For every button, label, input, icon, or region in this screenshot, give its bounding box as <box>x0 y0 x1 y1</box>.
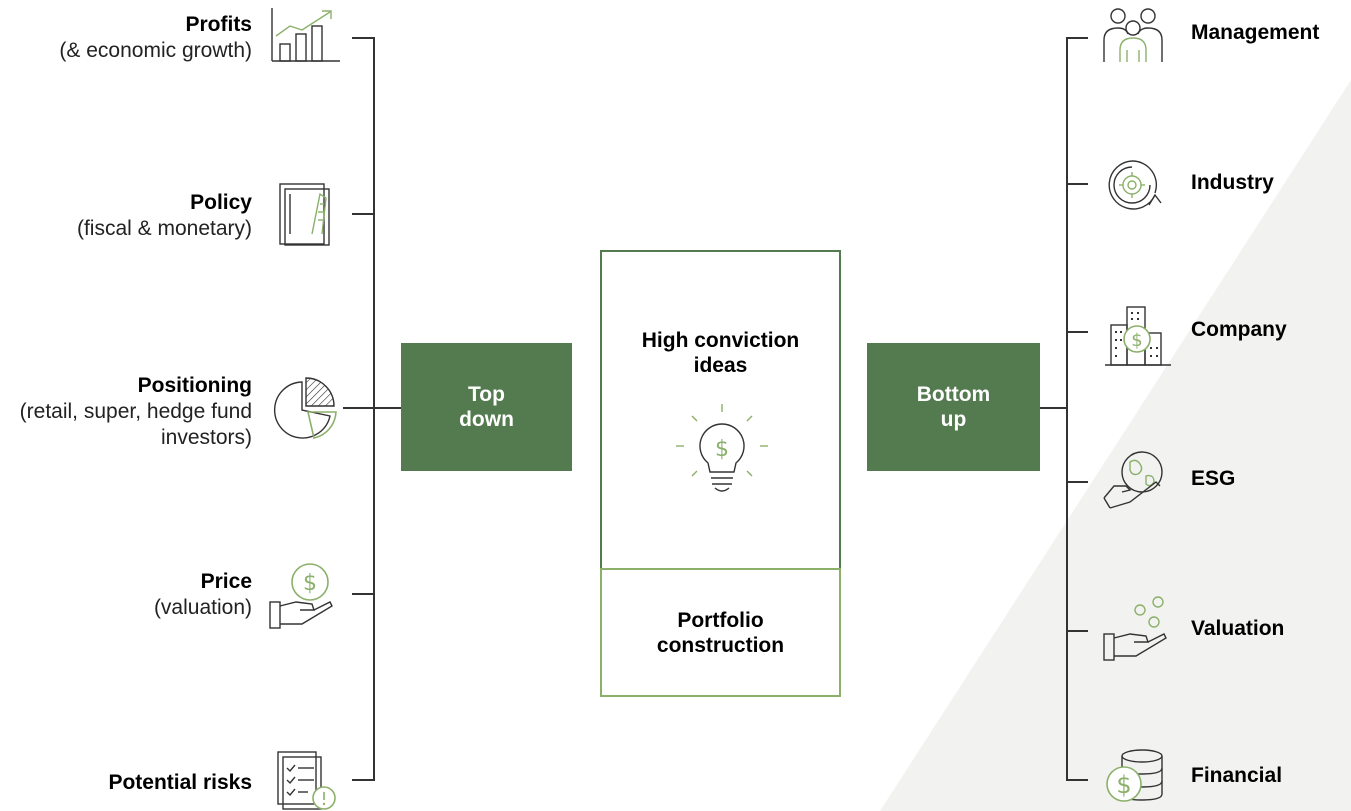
connector-industry <box>1066 183 1088 185</box>
left-item-title: Potential risks <box>108 771 252 794</box>
buildings-dollar-icon: $ <box>1105 306 1171 366</box>
left-item-subtitle: (retail, super, hedge fund investors) <box>19 400 252 449</box>
left-item-profits: Profits (& economic growth) <box>59 12 252 64</box>
left-item-positioning: Positioning (retail, super, hedge fund i… <box>12 373 252 451</box>
gear-cycle-icon <box>1108 160 1162 210</box>
left-item-price: Price (valuation) <box>154 569 252 621</box>
right-item-financial: Financial <box>1191 764 1283 787</box>
document-icon <box>279 183 330 246</box>
left-item-title: Profits <box>185 13 252 36</box>
bottom-up-box: Bottom up <box>867 343 1040 471</box>
svg-text:$: $ <box>1116 771 1131 799</box>
left-item-subtitle: (valuation) <box>153 596 252 619</box>
left-item-title: Policy <box>190 191 252 214</box>
hand-dollar-coin-icon: $ <box>269 563 333 629</box>
left-item-subtitle: (fiscal & monetary) <box>76 217 252 240</box>
connector-risks <box>352 779 374 781</box>
top-down-label: Top down <box>459 383 514 431</box>
portfolio-construction-label: Portfolio construction <box>656 609 785 657</box>
pie-chart-icon <box>273 377 337 439</box>
high-conviction-box: High conviction ideas $ <box>600 250 841 570</box>
right-item-company: Company <box>1191 318 1287 341</box>
hand-globe-icon <box>1103 451 1163 509</box>
right-bracket-vertical <box>1066 37 1068 781</box>
connector-top-down <box>343 407 401 409</box>
people-group-icon <box>1103 8 1163 62</box>
left-item-title: Positioning <box>137 374 252 397</box>
right-item-valuation: Valuation <box>1191 617 1285 640</box>
coin-stack-dollar-icon: $ <box>1106 749 1163 802</box>
right-item-esg: ESG <box>1191 467 1236 490</box>
svg-text:$: $ <box>715 437 729 462</box>
connector-company <box>1066 331 1088 333</box>
left-item-subtitle: (& economic growth) <box>59 39 252 62</box>
left-item-title: Price <box>200 570 252 593</box>
connector-bottom-up <box>1040 407 1068 409</box>
lightbulb-dollar-icon: $ <box>676 404 768 492</box>
high-conviction-label: High conviction ideas <box>641 329 800 377</box>
connector-price <box>352 593 374 595</box>
top-down-box: Top down <box>401 343 572 471</box>
svg-text:$: $ <box>303 571 317 596</box>
connector-profits <box>352 37 374 39</box>
left-bracket-vertical <box>373 37 375 781</box>
right-item-management: Management <box>1191 21 1320 44</box>
connector-valuation <box>1066 630 1088 632</box>
hand-bubbles-icon <box>1103 596 1167 661</box>
connector-financial <box>1066 779 1088 781</box>
connector-esg <box>1066 481 1088 483</box>
bar-chart-growth-icon <box>271 8 340 62</box>
left-item-potential-risks: Potential risks <box>108 770 252 796</box>
connector-management <box>1066 37 1088 39</box>
bottom-up-label: Bottom up <box>916 383 991 431</box>
left-item-policy: Policy (fiscal & monetary) <box>77 190 252 242</box>
svg-text:$: $ <box>1131 330 1142 351</box>
portfolio-construction-box: Portfolio construction <box>600 568 841 697</box>
connector-policy <box>352 213 374 215</box>
right-item-industry: Industry <box>1191 171 1274 194</box>
checklist-warning-icon <box>277 751 336 810</box>
